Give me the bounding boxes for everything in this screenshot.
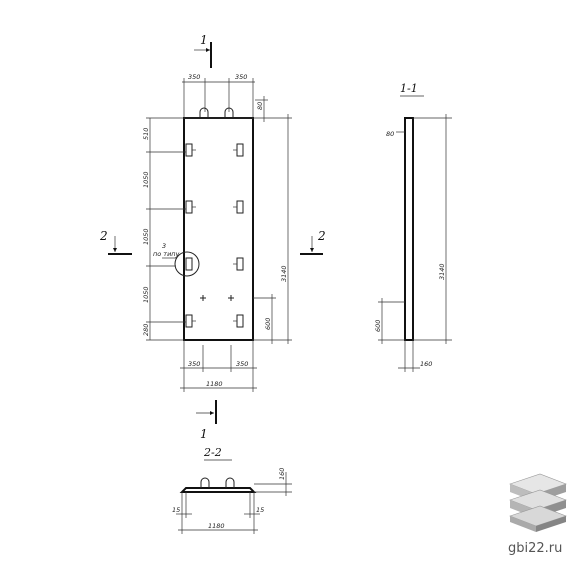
brand-site: gbi22.ru bbox=[508, 541, 562, 556]
section-mark-right: 2 bbox=[300, 229, 326, 255]
embedded-plates bbox=[185, 143, 244, 328]
section-2-right-edge: 15 bbox=[256, 506, 264, 514]
section-2-height: 160 bbox=[278, 468, 286, 480]
section-2-view: 2-2 160 15 15 1180 bbox=[172, 446, 292, 534]
left-dim-2: 1050 bbox=[142, 171, 150, 188]
overall-height: 3140 bbox=[280, 265, 288, 282]
callout-number: 3 bbox=[162, 242, 166, 250]
section-1-lower-dim: 600 bbox=[374, 320, 382, 332]
section-1-top-dim: 80 bbox=[386, 130, 394, 138]
top-dimensions: 350 350 bbox=[182, 73, 255, 118]
lower-right-dimension: 600 bbox=[253, 294, 276, 344]
section-mark-top: 1 bbox=[194, 33, 212, 68]
section-2-width: 1180 bbox=[208, 522, 225, 530]
lug-height: 80 bbox=[256, 102, 264, 110]
section-2-left-edge: 15 bbox=[172, 506, 180, 514]
overall-width: 1180 bbox=[206, 380, 223, 388]
section-mark-right-label: 2 bbox=[317, 229, 326, 243]
left-dim-4: 1050 bbox=[142, 286, 150, 303]
left-dim-1: 510 bbox=[142, 128, 150, 140]
lifting-lugs bbox=[199, 107, 234, 118]
stacked-slabs-icon bbox=[509, 473, 567, 532]
right-height-dimension: 3140 bbox=[253, 114, 292, 344]
callout: 3 по типу bbox=[153, 242, 200, 277]
section-2-title: 2-2 bbox=[203, 446, 222, 459]
section-mark-bottom: 1 bbox=[196, 400, 217, 441]
section-mark-top-label: 1 bbox=[200, 33, 208, 47]
section-1-height: 3140 bbox=[438, 263, 446, 280]
callout-text: по типу bbox=[153, 250, 180, 258]
section-mark-left: 2 bbox=[99, 229, 132, 255]
section-1-view: 1-1 80 3140 600 160 bbox=[374, 82, 452, 372]
top-spacing-right: 350 bbox=[235, 73, 247, 81]
section-mark-left-label: 2 bbox=[99, 229, 108, 243]
section-mark-bottom-label: 1 bbox=[200, 427, 208, 441]
left-dim-5: 280 bbox=[142, 324, 150, 336]
bottom-spacing-left: 350 bbox=[188, 360, 200, 368]
top-spacing-left: 350 bbox=[188, 73, 200, 81]
bottom-dimensions: 350 350 1180 bbox=[180, 340, 257, 392]
mounting-crosses bbox=[200, 295, 234, 301]
left-dimensions: 510 1050 1050 1050 280 bbox=[142, 117, 186, 341]
bottom-spacing-right: 350 bbox=[236, 360, 248, 368]
left-dim-3: 1050 bbox=[142, 228, 150, 245]
section-1-thickness: 160 bbox=[420, 360, 432, 368]
section-1-title: 1-1 bbox=[400, 82, 418, 95]
lower-right-dim: 600 bbox=[264, 318, 272, 330]
